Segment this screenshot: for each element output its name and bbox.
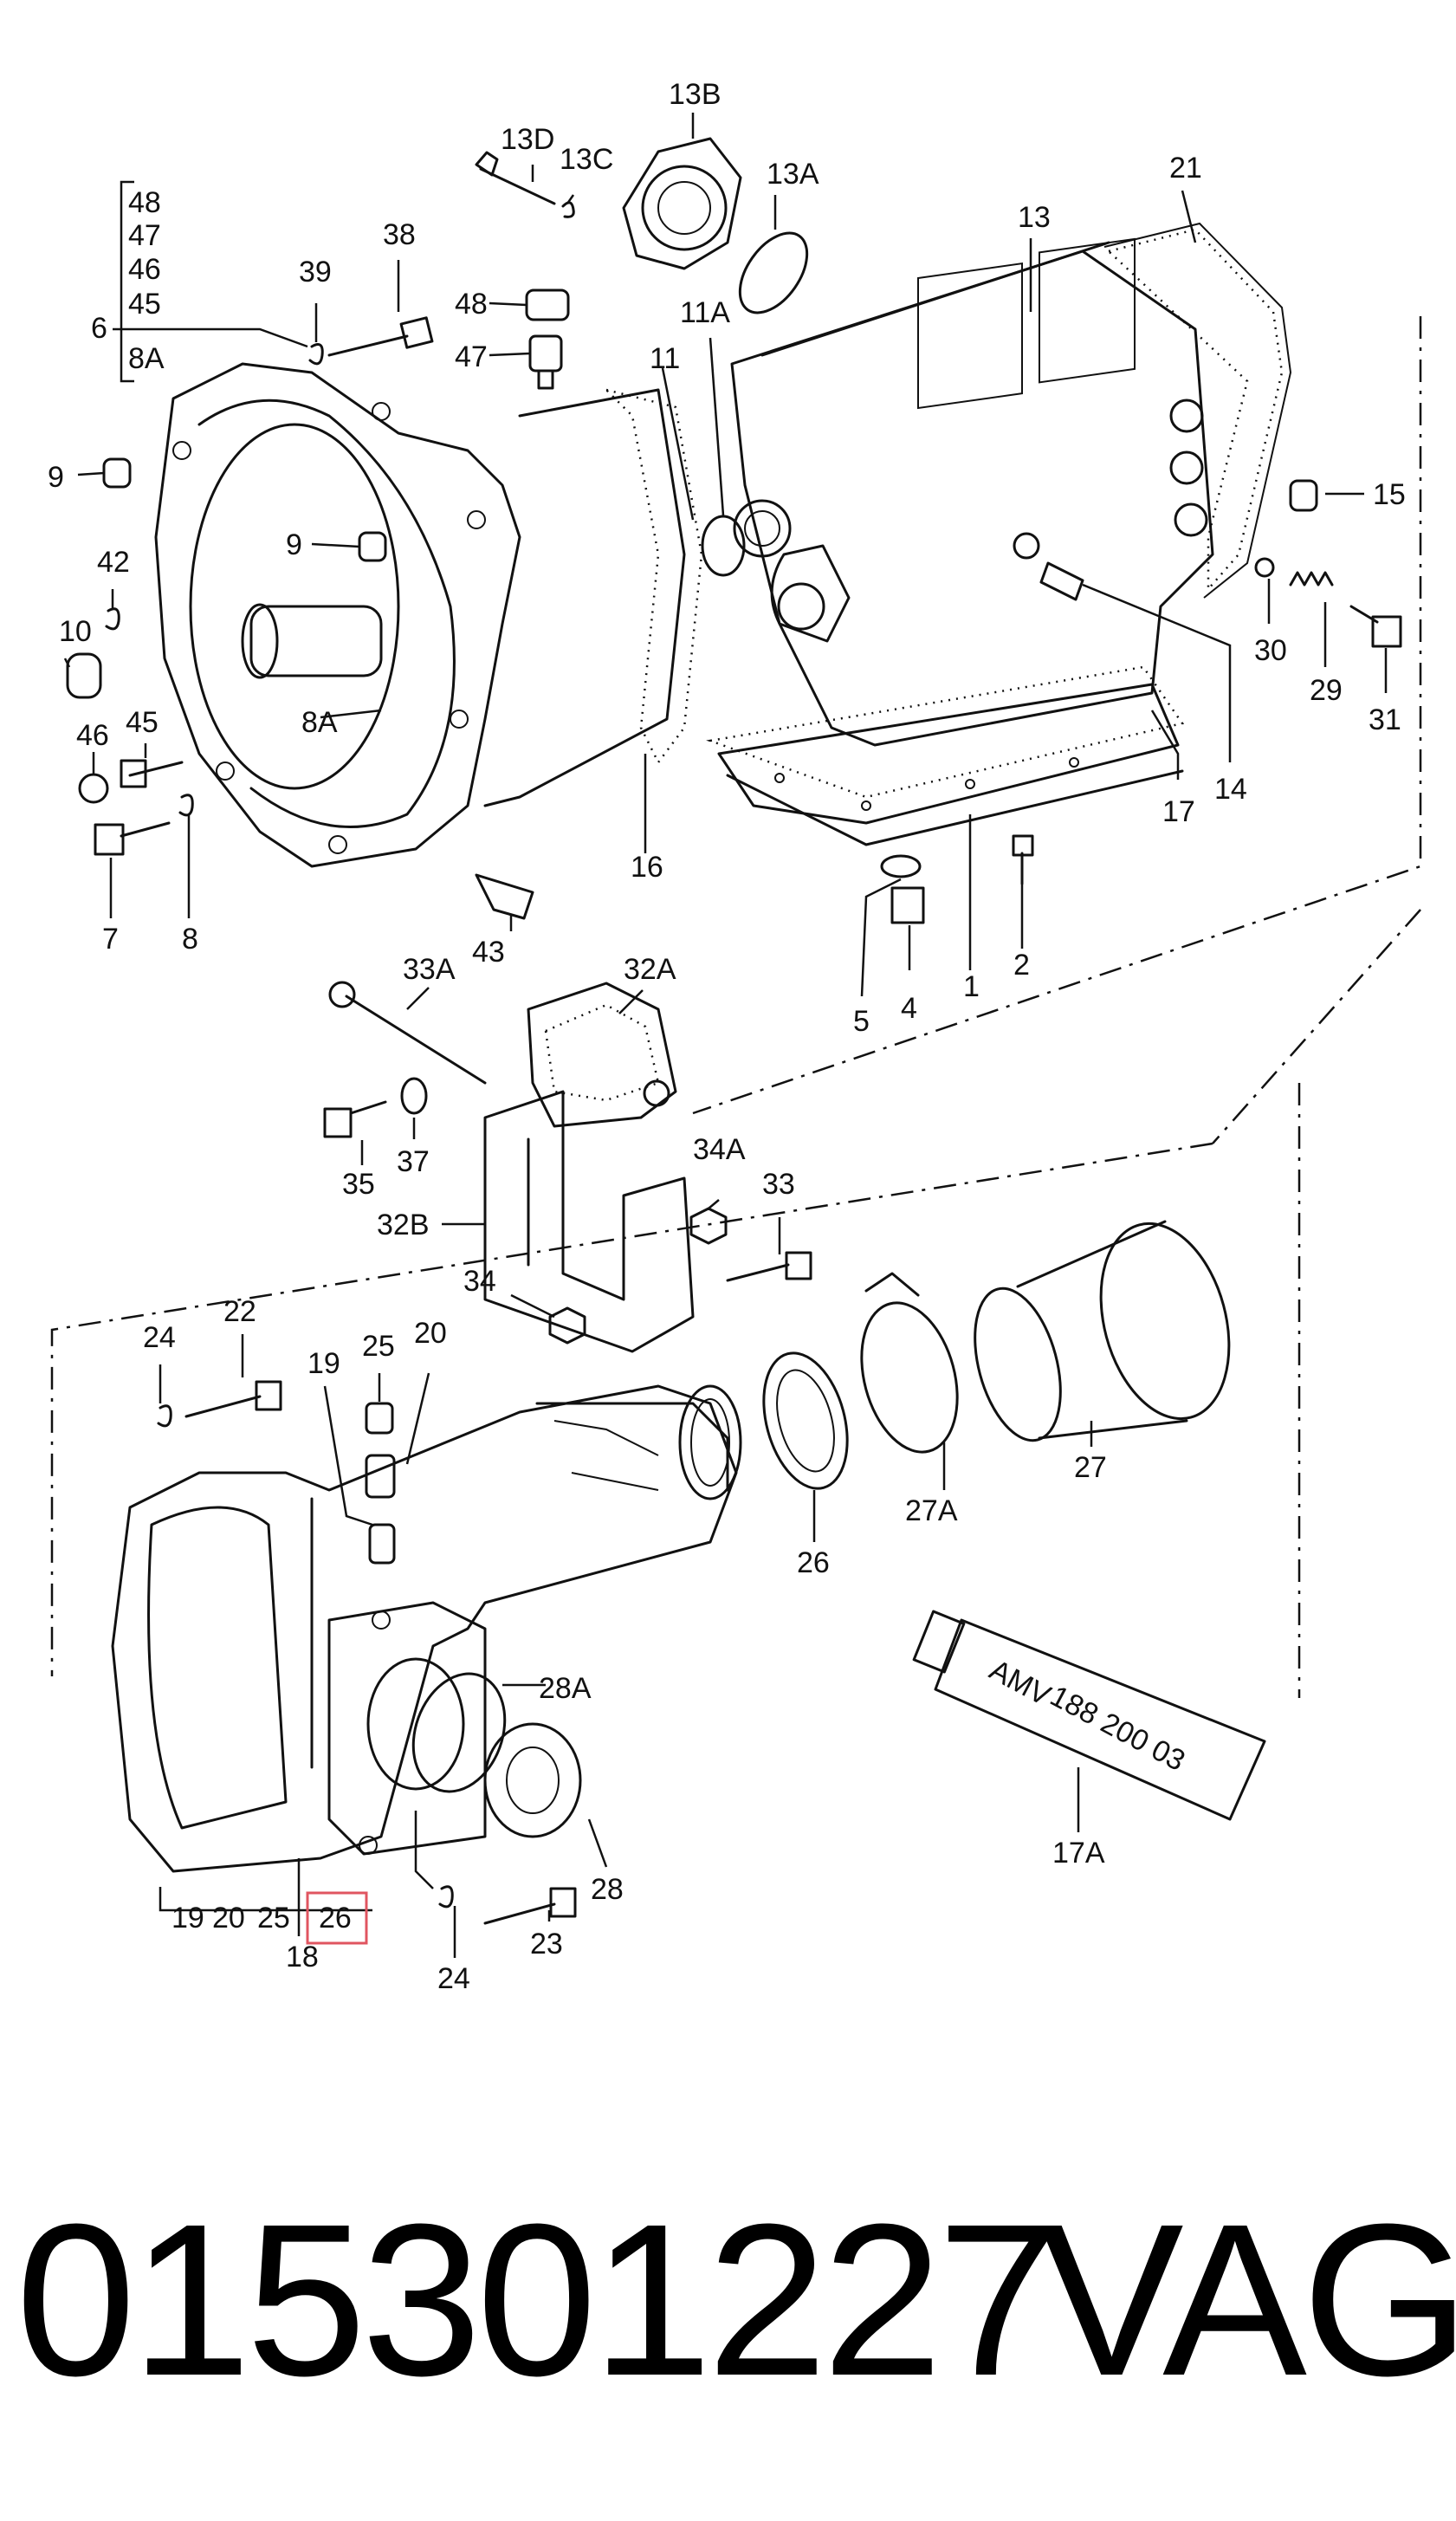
callout-31: 31: [1369, 703, 1401, 736]
rear-housing: [111, 1384, 742, 1873]
callout-28A: 28A: [539, 1672, 592, 1705]
callout-4: 4: [901, 992, 917, 1025]
callout-11A: 11A: [680, 296, 730, 329]
callout-35: 35: [342, 1168, 375, 1201]
callout-13A: 13A: [767, 158, 819, 191]
callout-34A: 34A: [693, 1133, 746, 1166]
bolts-top: [66, 151, 1402, 924]
group-item-25: 25: [257, 1902, 290, 1934]
callout-26: 26: [797, 1546, 830, 1579]
brand-name: VAG: [1039, 2179, 1456, 2421]
group-item-19: 19: [171, 1902, 204, 1934]
leader-lines: [63, 113, 1388, 1958]
callout-24-bottom: 24: [437, 1962, 470, 1995]
callout-group-18: 19 20 25 26: [171, 1891, 368, 1945]
callout-13C: 13C: [560, 143, 613, 176]
gearbox-housing: [730, 237, 1214, 747]
callout-30: 30: [1254, 634, 1287, 667]
callout-13D: 13D: [501, 123, 554, 156]
oil-pan: [706, 665, 1185, 846]
callout-37: 37: [397, 1145, 430, 1178]
callout-20: 20: [414, 1317, 447, 1350]
callout-9-center: 9: [286, 528, 302, 561]
callout-32B: 32B: [377, 1209, 430, 1241]
callout-43: 43: [472, 936, 505, 969]
callout-34: 34: [463, 1265, 496, 1298]
callout-14: 14: [1214, 773, 1247, 806]
callout-8A: 8A: [301, 706, 338, 739]
cover-parts: [157, 1380, 582, 1925]
callout-27A: 27A: [905, 1494, 958, 1527]
section-boundaries: [50, 316, 1422, 1698]
sealant-tube: AMV 188 200 03: [912, 1610, 1266, 1821]
callout-22: 22: [223, 1295, 256, 1328]
callout-28: 28: [591, 1873, 624, 1906]
callout-32A: 32A: [624, 953, 676, 986]
callout-labels: 13B 13D 13C 13A 21 13 48 47 46 45 8A 6 3…: [48, 78, 1406, 1995]
housing-gasket: [1106, 228, 1284, 593]
callout-23: 23: [530, 1928, 563, 1960]
callout-48: 48: [455, 288, 488, 321]
callout-45: 45: [126, 706, 159, 739]
callout-1: 1: [963, 970, 980, 1003]
callout-17: 17: [1162, 795, 1195, 828]
callout-17A: 17A: [1052, 1837, 1105, 1870]
callout-13B: 13B: [669, 78, 722, 111]
callout-48-group: 48: [128, 186, 161, 219]
callout-45-group: 45: [128, 288, 161, 321]
callout-39: 39: [299, 256, 332, 288]
callout-46-group: 46: [128, 253, 161, 286]
callout-46: 46: [76, 719, 109, 752]
callout-8A-group: 8A: [128, 342, 165, 375]
callout-47: 47: [455, 340, 488, 373]
callout-25: 25: [362, 1330, 395, 1363]
part-number: 015301227: [16, 2179, 1058, 2421]
group-item-26: 26: [319, 1902, 352, 1934]
callout-13: 13: [1018, 201, 1051, 234]
callout-47-group: 47: [128, 219, 161, 252]
callout-29: 29: [1310, 674, 1343, 707]
callout-8: 8: [182, 923, 198, 956]
callout-11: 11: [650, 342, 680, 375]
callout-6: 6: [91, 312, 107, 345]
bushings: [365, 1402, 396, 1565]
mounting-bracket: [323, 981, 812, 1353]
callout-10: 10: [59, 615, 92, 648]
callout-19: 19: [307, 1347, 340, 1380]
housing-gasket-outline: [1103, 222, 1292, 599]
callout-9-left: 9: [48, 461, 64, 494]
callout-33: 33: [762, 1168, 795, 1201]
callout-15: 15: [1373, 478, 1406, 511]
callout-24-top: 24: [143, 1321, 176, 1354]
bearing-flange: [622, 137, 809, 314]
callout-42: 42: [97, 546, 130, 579]
shaft-seal: [701, 515, 746, 577]
axle-boot-set: [762, 1220, 1231, 1490]
callout-33A: 33A: [403, 953, 456, 986]
highlight-box-26: [306, 1891, 368, 1945]
tube-label-number: 188 200 03: [1045, 1680, 1190, 1778]
callout-21: 21: [1169, 152, 1202, 185]
bell-housing: [154, 362, 703, 868]
callout-38: 38: [383, 218, 416, 251]
callout-2: 2: [1013, 949, 1030, 982]
callout-5: 5: [853, 1005, 870, 1038]
callout-27: 27: [1074, 1451, 1107, 1484]
callout-18: 18: [286, 1941, 319, 1973]
group-item-20: 20: [212, 1902, 245, 1934]
tube-label-amv: AMV: [984, 1654, 1056, 1713]
callout-7: 7: [102, 923, 119, 956]
callout-16: 16: [631, 851, 663, 884]
